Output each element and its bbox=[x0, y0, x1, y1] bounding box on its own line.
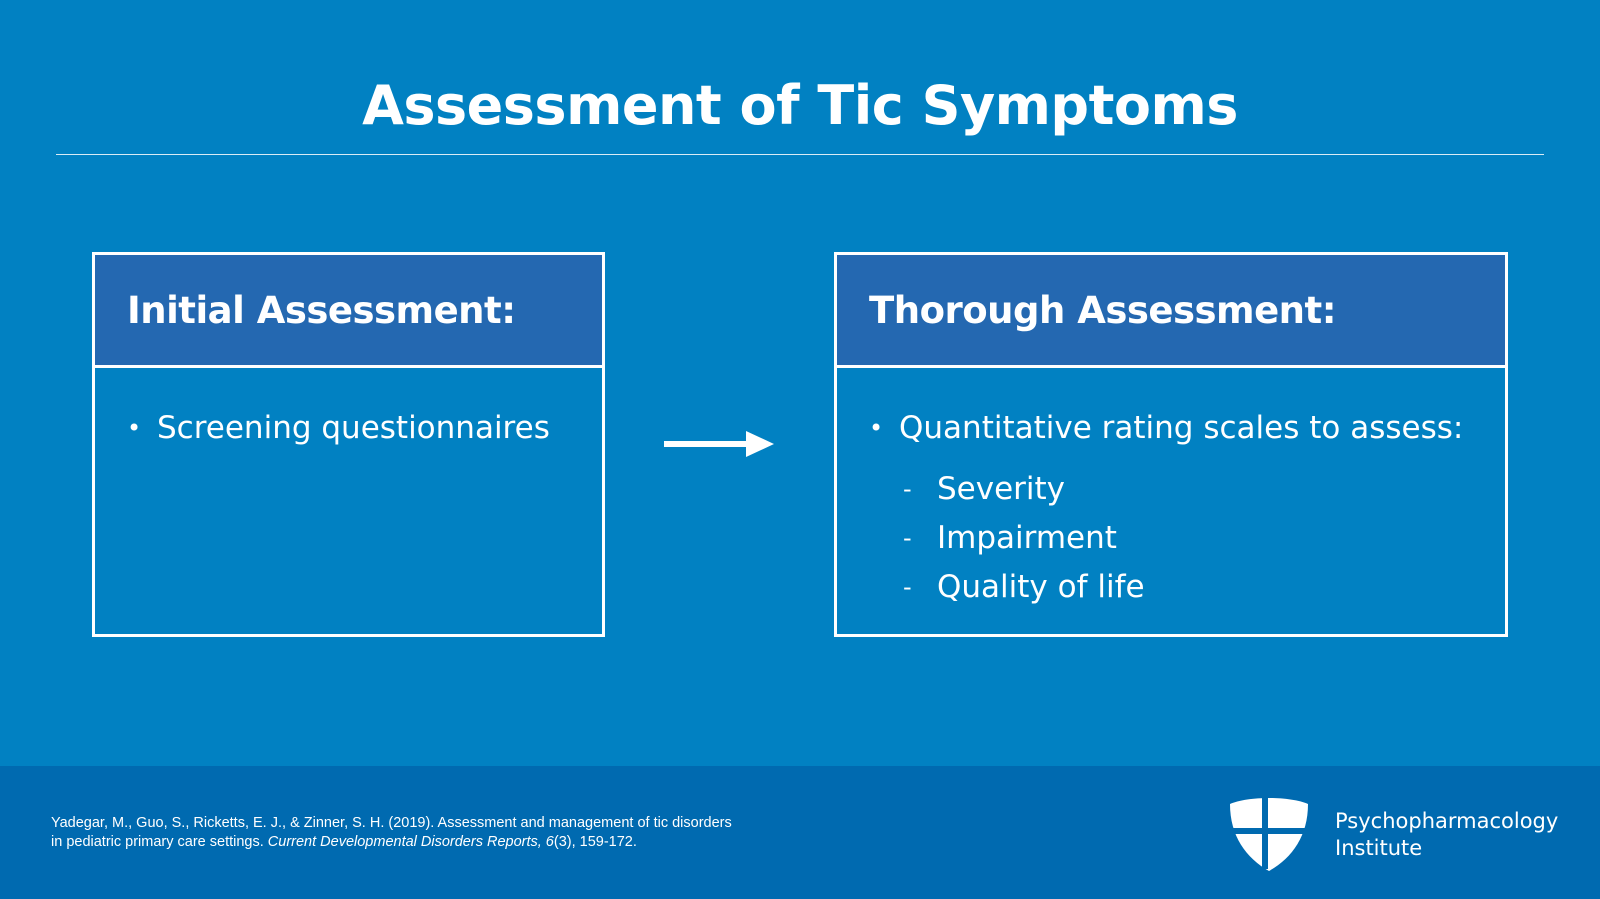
citation-pages: (3), 159-172. bbox=[553, 834, 637, 850]
initial-assessment-box: Initial Assessment: • Screening question… bbox=[92, 252, 605, 637]
brand-line-2: Institute bbox=[1335, 836, 1423, 860]
sub-list-item: - Quality of life bbox=[903, 562, 1505, 611]
bullet-marker: • bbox=[869, 414, 884, 442]
citation-line-2: in pediatric primary care settings. Curr… bbox=[51, 833, 732, 852]
initial-assessment-heading: Initial Assessment: bbox=[95, 255, 602, 368]
thorough-assessment-heading: Thorough Assessment: bbox=[837, 255, 1505, 368]
sub-list: - Severity - Impairment - Quality of lif… bbox=[869, 464, 1505, 611]
sub-item-text: Quality of life bbox=[937, 568, 1145, 605]
sub-list-item: - Impairment bbox=[903, 513, 1505, 562]
citation: Yadegar, M., Guo, S., Ricketts, E. J., &… bbox=[51, 814, 732, 852]
citation-text: in pediatric primary care settings. bbox=[51, 834, 268, 850]
bullet-text: Quantitative rating scales to assess: bbox=[899, 410, 1464, 446]
citation-journal: Current Developmental Disorders Reports,… bbox=[267, 834, 554, 850]
bullet-text: Screening questionnaires bbox=[157, 410, 550, 446]
brand-line-1: Psychopharmacology bbox=[1335, 809, 1559, 833]
list-item: • Quantitative rating scales to assess: bbox=[869, 406, 1505, 450]
sub-item-text: Impairment bbox=[937, 519, 1117, 556]
thorough-assessment-box: Thorough Assessment: • Quantitative rati… bbox=[834, 252, 1508, 637]
title-divider bbox=[56, 154, 1544, 155]
dash-marker: - bbox=[903, 523, 912, 552]
sub-item-text: Severity bbox=[937, 470, 1066, 507]
dash-marker: - bbox=[903, 474, 912, 503]
initial-assessment-body: • Screening questionnaires bbox=[95, 368, 602, 450]
shield-cross-icon bbox=[1230, 797, 1308, 871]
thorough-assessment-body: • Quantitative rating scales to assess: … bbox=[837, 368, 1505, 611]
footer-bar: Yadegar, M., Guo, S., Ricketts, E. J., &… bbox=[0, 766, 1600, 899]
bullet-marker: • bbox=[127, 414, 142, 442]
brand-name: Psychopharmacology Institute bbox=[1335, 808, 1558, 862]
right-arrow-icon bbox=[664, 431, 774, 457]
sub-list-item: - Severity bbox=[903, 464, 1505, 513]
list-item: • Screening questionnaires bbox=[127, 406, 602, 450]
slide-title: Assessment of Tic Symptoms bbox=[362, 74, 1238, 137]
dash-marker: - bbox=[903, 572, 912, 601]
citation-line-1: Yadegar, M., Guo, S., Ricketts, E. J., &… bbox=[51, 815, 732, 831]
